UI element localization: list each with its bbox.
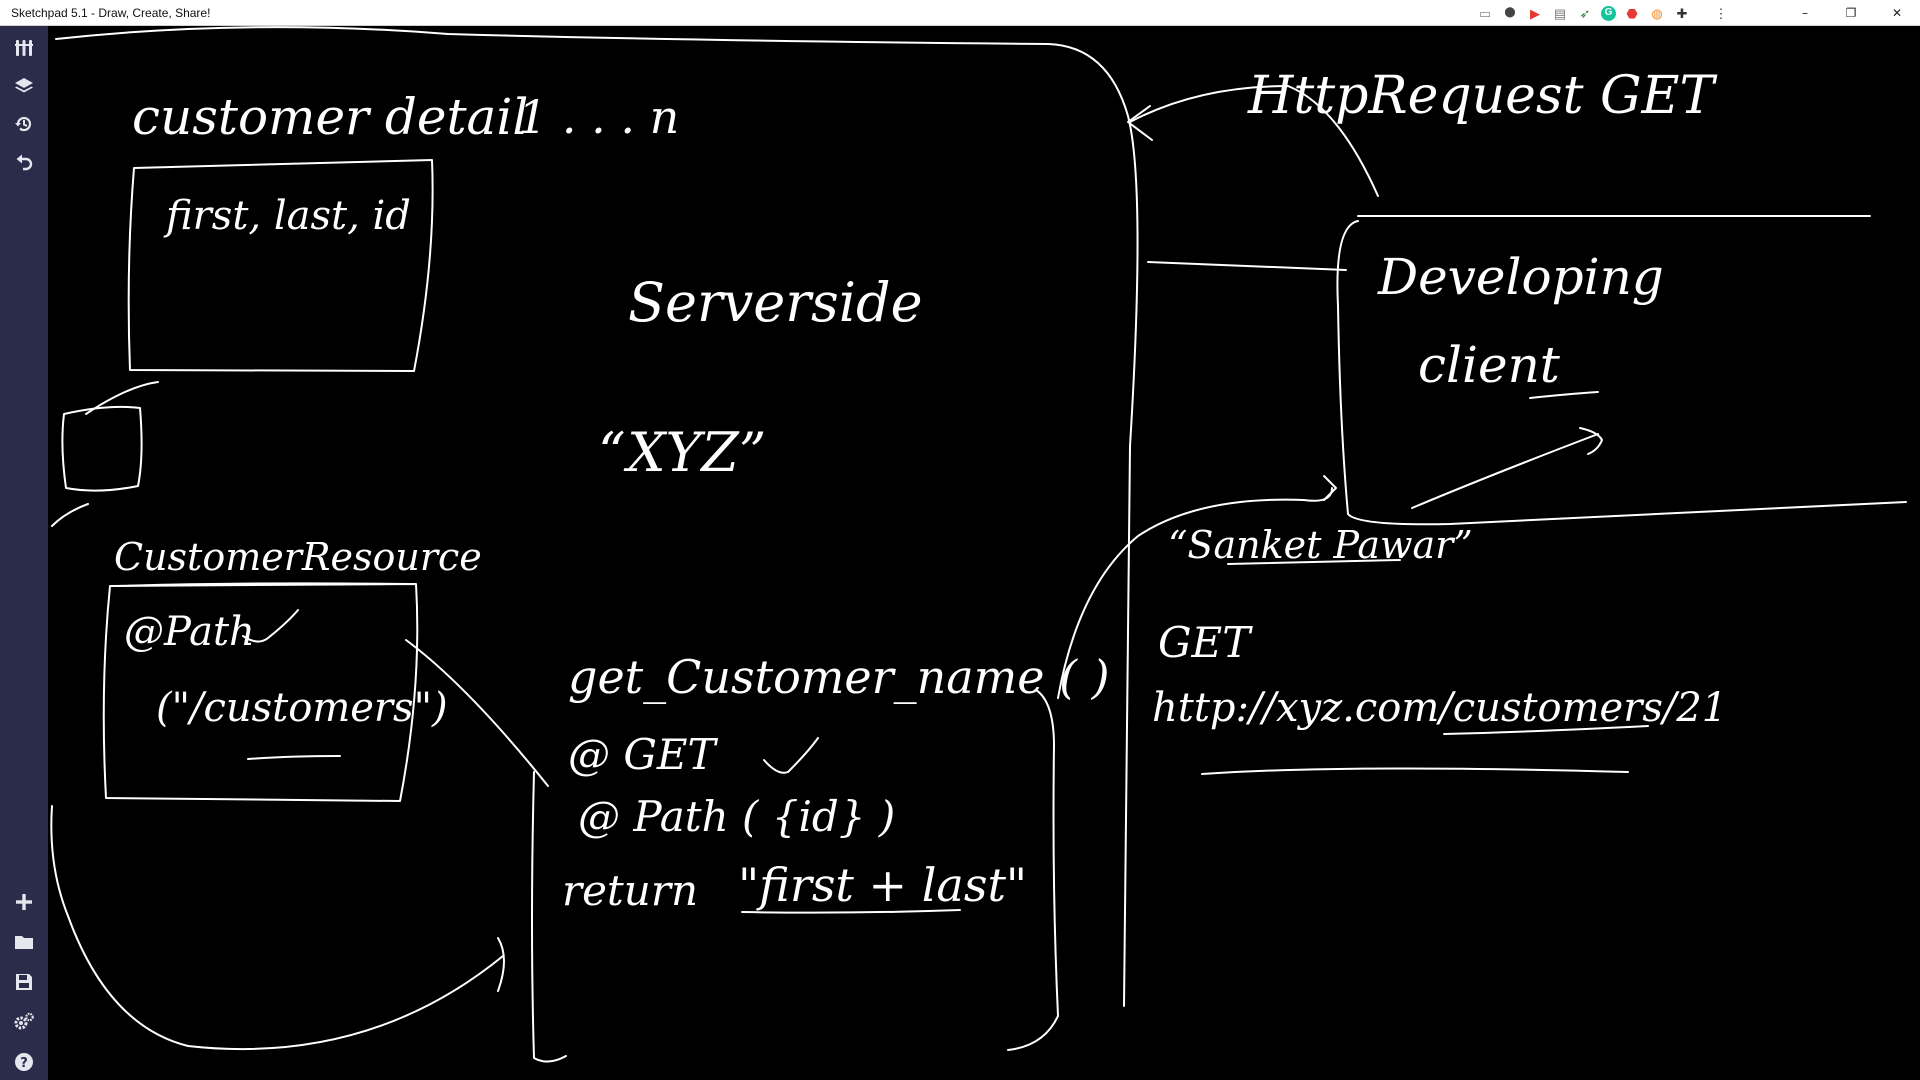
restore-button[interactable]: ❐ — [1845, 6, 1857, 20]
brushes-icon — [15, 40, 33, 56]
left-tick — [51, 503, 89, 527]
shield-icon[interactable]: ⬣ — [1626, 5, 1638, 21]
client-arrow — [1411, 433, 1599, 509]
server-outline-stroke — [55, 26, 1139, 1007]
svg-text:?: ? — [20, 1056, 28, 1071]
customer-detail-text: customer detail — [132, 88, 529, 146]
tool-sidebar: ? — [0, 26, 48, 1080]
response-arrowhead — [1323, 475, 1337, 501]
undo-icon — [16, 154, 33, 171]
window-title: Sketchpad 5.1 - Draw, Create, Share! — [11, 6, 211, 20]
check-mark-2 — [763, 737, 819, 774]
client-box — [1336, 220, 1907, 526]
method-name-text: get_Customer_name ( ) — [568, 650, 1110, 704]
resource-to-method-connector — [405, 639, 549, 787]
customers-underline — [247, 755, 341, 760]
rocket-icon[interactable]: ➶ — [1579, 5, 1591, 21]
ink-strokes — [50, 26, 1907, 1063]
minimize-button[interactable]: – — [1802, 6, 1808, 20]
new-drawing-button[interactable] — [0, 884, 48, 920]
left-outer-curve — [50, 805, 504, 1051]
multiplicity-text: 1 . . . n — [518, 90, 680, 144]
kebab-menu-icon[interactable]: ⋮ — [1714, 5, 1728, 21]
check-mark-1 — [242, 609, 299, 643]
response-name-underline — [1227, 559, 1401, 565]
help-button[interactable]: ? — [0, 1044, 48, 1080]
customers-path-text: ("/customers") — [156, 685, 448, 731]
settings-icon — [14, 1012, 34, 1030]
return-underline — [741, 909, 961, 914]
close-button[interactable]: ✕ — [1891, 6, 1903, 20]
history-button[interactable] — [0, 106, 48, 142]
puzzle-icon[interactable]: ✚ — [1676, 5, 1688, 21]
small-box — [61, 405, 143, 492]
gauge-icon[interactable]: ◍ — [1651, 5, 1663, 21]
client-arrowhead — [1579, 427, 1603, 455]
response-curve — [1057, 487, 1333, 699]
title-bar: Sketchpad 5.1 - Draw, Create, Share! ▭ ⬤… — [0, 0, 1920, 26]
method-box-right — [1007, 689, 1059, 1051]
location-pin-icon[interactable]: ⬤ — [1504, 7, 1516, 18]
layers-button[interactable] — [0, 68, 48, 104]
url-text: http://xyz.com/customers/21 — [1152, 685, 1728, 731]
developing-text: Developing — [1378, 248, 1664, 306]
server-client-link — [1147, 261, 1347, 271]
return-text: return — [562, 866, 698, 915]
layers-icon — [15, 78, 33, 93]
plus-icon — [16, 894, 32, 910]
brushes-button[interactable] — [0, 30, 48, 66]
drawing-canvas[interactable]: customer detail 1 . . . n first, last, i… — [48, 26, 1920, 1080]
flag-icon[interactable]: ▭ — [1478, 5, 1492, 21]
url-underline-1 — [1443, 725, 1649, 735]
settings-button[interactable] — [0, 1004, 48, 1040]
request-arrow — [1129, 85, 1379, 197]
grammarly-icon[interactable]: G — [1601, 5, 1616, 21]
customer-resource-text: CustomerResource — [114, 535, 482, 579]
help-icon: ? — [15, 1053, 33, 1071]
resource-underline — [117, 582, 409, 587]
screenshot-icon[interactable]: ▤ — [1553, 5, 1567, 21]
http-request-text: HttpRequest GET — [1248, 66, 1715, 126]
window-controls: – ❐ ✕ — [1782, 0, 1920, 26]
path-id-text: @ Path ( {id} ) — [578, 792, 896, 841]
connector-small — [85, 381, 159, 415]
video-icon[interactable]: ▶ — [1530, 5, 1540, 21]
request-arrowhead — [1127, 105, 1153, 141]
customer-resource-box — [102, 583, 419, 802]
fields-text: first, last, id — [166, 193, 411, 239]
response-name-text: “Sanket Pawar” — [1168, 523, 1473, 567]
save-button[interactable] — [0, 964, 48, 1000]
path-annotation-text: @Path — [124, 609, 255, 655]
client-text: client — [1418, 336, 1560, 394]
xyz-text: “XYZ” — [598, 421, 767, 484]
save-icon — [16, 974, 32, 990]
return-value-text: "first + last" — [738, 858, 1028, 912]
open-button[interactable] — [0, 924, 48, 960]
history-icon — [15, 116, 32, 132]
url-underline-2 — [1201, 767, 1629, 775]
get-annotation-text: @ GET — [568, 730, 716, 779]
client-underline — [1529, 391, 1599, 399]
method-box-left — [531, 771, 567, 1063]
extension-toolbar: ▭ ⬤ ▶ ▤ ➶ G ⬣ ◍ ✚ ⋮ — [1476, 4, 1730, 22]
left-arrowhead — [497, 937, 505, 992]
undo-button[interactable] — [0, 144, 48, 180]
get-label-text: GET — [1158, 618, 1251, 667]
customer-detail-box — [127, 159, 434, 372]
folder-icon — [15, 936, 33, 949]
serverside-text: Serverside — [628, 271, 923, 334]
